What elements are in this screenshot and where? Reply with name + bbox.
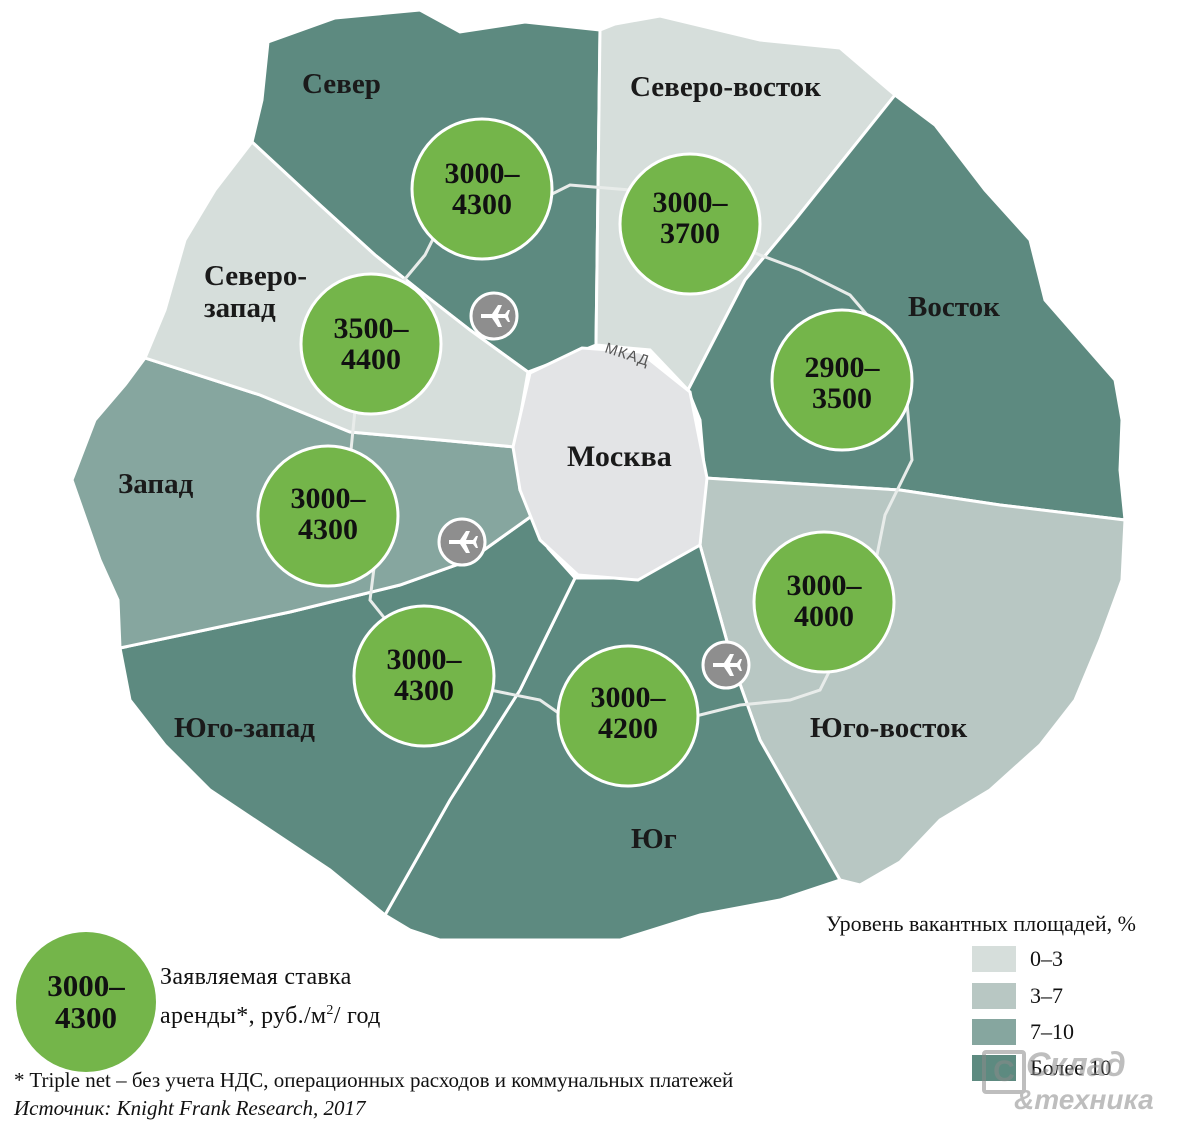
region-label-severo-vostok: Северо-восток [630,71,821,103]
rate-bubble-vostok-bottom: 3500 [812,382,872,415]
rate-bubble-sever-bottom: 4300 [452,188,512,221]
rate-bubble-yugo-vostok-top: 3000– [787,569,863,602]
rate-bubble-severo-zapad-top: 3500– [334,312,410,345]
rate-bubble-sever[interactable]: 3000– 4300 [410,117,554,261]
rate-bubble-sever-top: 3000– [445,157,521,190]
rate-bubble-yug[interactable]: 3000– 4200 [556,644,700,788]
watermark-line2: &техника [1014,1084,1154,1115]
rate-bubble-zapad-bottom: 4300 [298,513,358,546]
watermark-line1: Склад [1026,1046,1126,1084]
region-label-sever: Север [302,68,381,100]
rate-bubble-yugo-zapad[interactable]: 3000– 4300 [352,604,496,748]
rate-bubble-severo-vostok[interactable]: 3000– 3700 [618,152,762,296]
watermark-box: С [982,1050,1026,1094]
rate-caption-line2: аренды*, руб./м2/ год [160,994,381,1033]
rate-caption-line1: Заявляемая ставка [160,964,352,990]
city-label: Москва [567,440,672,473]
rate-bubble-zapad-top: 3000– [291,482,367,515]
legend-swatch [972,1055,1016,1081]
rate-bubble-yugo-vostok-bottom: 4000 [794,600,854,633]
rate-legend-bubble-bottom: 4300 [55,1000,117,1035]
legend-swatch [972,983,1016,1009]
airplane-icon[interactable] [437,517,487,567]
rate-caption-unit: аренды*, руб./м [160,1003,327,1029]
rate-bubble-severo-zapad-bottom: 4400 [341,343,401,376]
rate-bubble-vostok-top: 2900– [805,351,881,384]
region-label-yugo-vostok: Юго-восток [810,712,967,744]
rate-legend-caption: Заявляемая ставка аренды*, руб./м2/ год [160,960,381,1033]
rate-legend-bubble-top: 3000– [47,968,125,1003]
legend-label: Более 10 [1030,1055,1112,1080]
rate-caption-sup: 2 [326,1003,334,1018]
region-label-zapad: Запад [118,468,194,500]
region-label-severo-zapad-line2: запад [204,292,276,324]
source-note: Источник: Knight Frank Research, 2017 [14,1096,366,1120]
rate-bubble-severo-zapad[interactable]: 3500– 4400 [299,272,443,416]
legend-item-3-7: 3–7 [972,983,1063,1009]
region-label-vostok: Восток [908,291,1000,323]
watermark-logo: С Склад &техника [980,1044,1190,1118]
rate-bubble-yugo-zapad-bottom: 4300 [394,674,454,707]
rate-bubble-zapad[interactable]: 3000– 4300 [256,444,400,588]
rate-bubble-yugo-zapad-top: 3000– [387,643,463,676]
legend-label: 0–3 [1030,946,1063,971]
rate-bubble-severo-vostok-bottom: 3700 [660,217,720,250]
moscow-city-area[interactable] [511,346,709,582]
rate-bubble-severo-vostok-top: 3000– [653,186,729,219]
region-label-yug: Юг [631,823,677,855]
legend-item-7-10: 7–10 [972,1019,1074,1045]
legend-label: 3–7 [1030,983,1063,1008]
legend-swatch [972,946,1016,972]
legend-item-0-3: 0–3 [972,946,1063,972]
footnote: * Triple net – без учета НДС, операционн… [14,1068,734,1092]
rate-caption-end: / год [333,1003,381,1029]
legend-title: Уровень вакантных площадей, % [826,911,1136,936]
rate-bubble-vostok[interactable]: 2900– 3500 [770,308,914,452]
rate-legend-bubble: 3000– 4300 [16,932,156,1072]
rate-bubble-yug-bottom: 4200 [598,712,658,745]
rate-bubble-yugo-vostok[interactable]: 3000– 4000 [752,530,896,674]
rate-bubble-yug-top: 3000– [591,681,667,714]
legend-item-more-10: Более 10 [972,1055,1111,1081]
airplane-icon[interactable] [469,291,519,341]
region-label-yugo-zapad: Юго-запад [174,712,315,744]
legend-label: 7–10 [1030,1019,1074,1044]
legend-swatch [972,1019,1016,1045]
airplane-icon[interactable] [701,640,751,690]
region-label-severo-zapad-line1: Северо- [204,260,307,292]
